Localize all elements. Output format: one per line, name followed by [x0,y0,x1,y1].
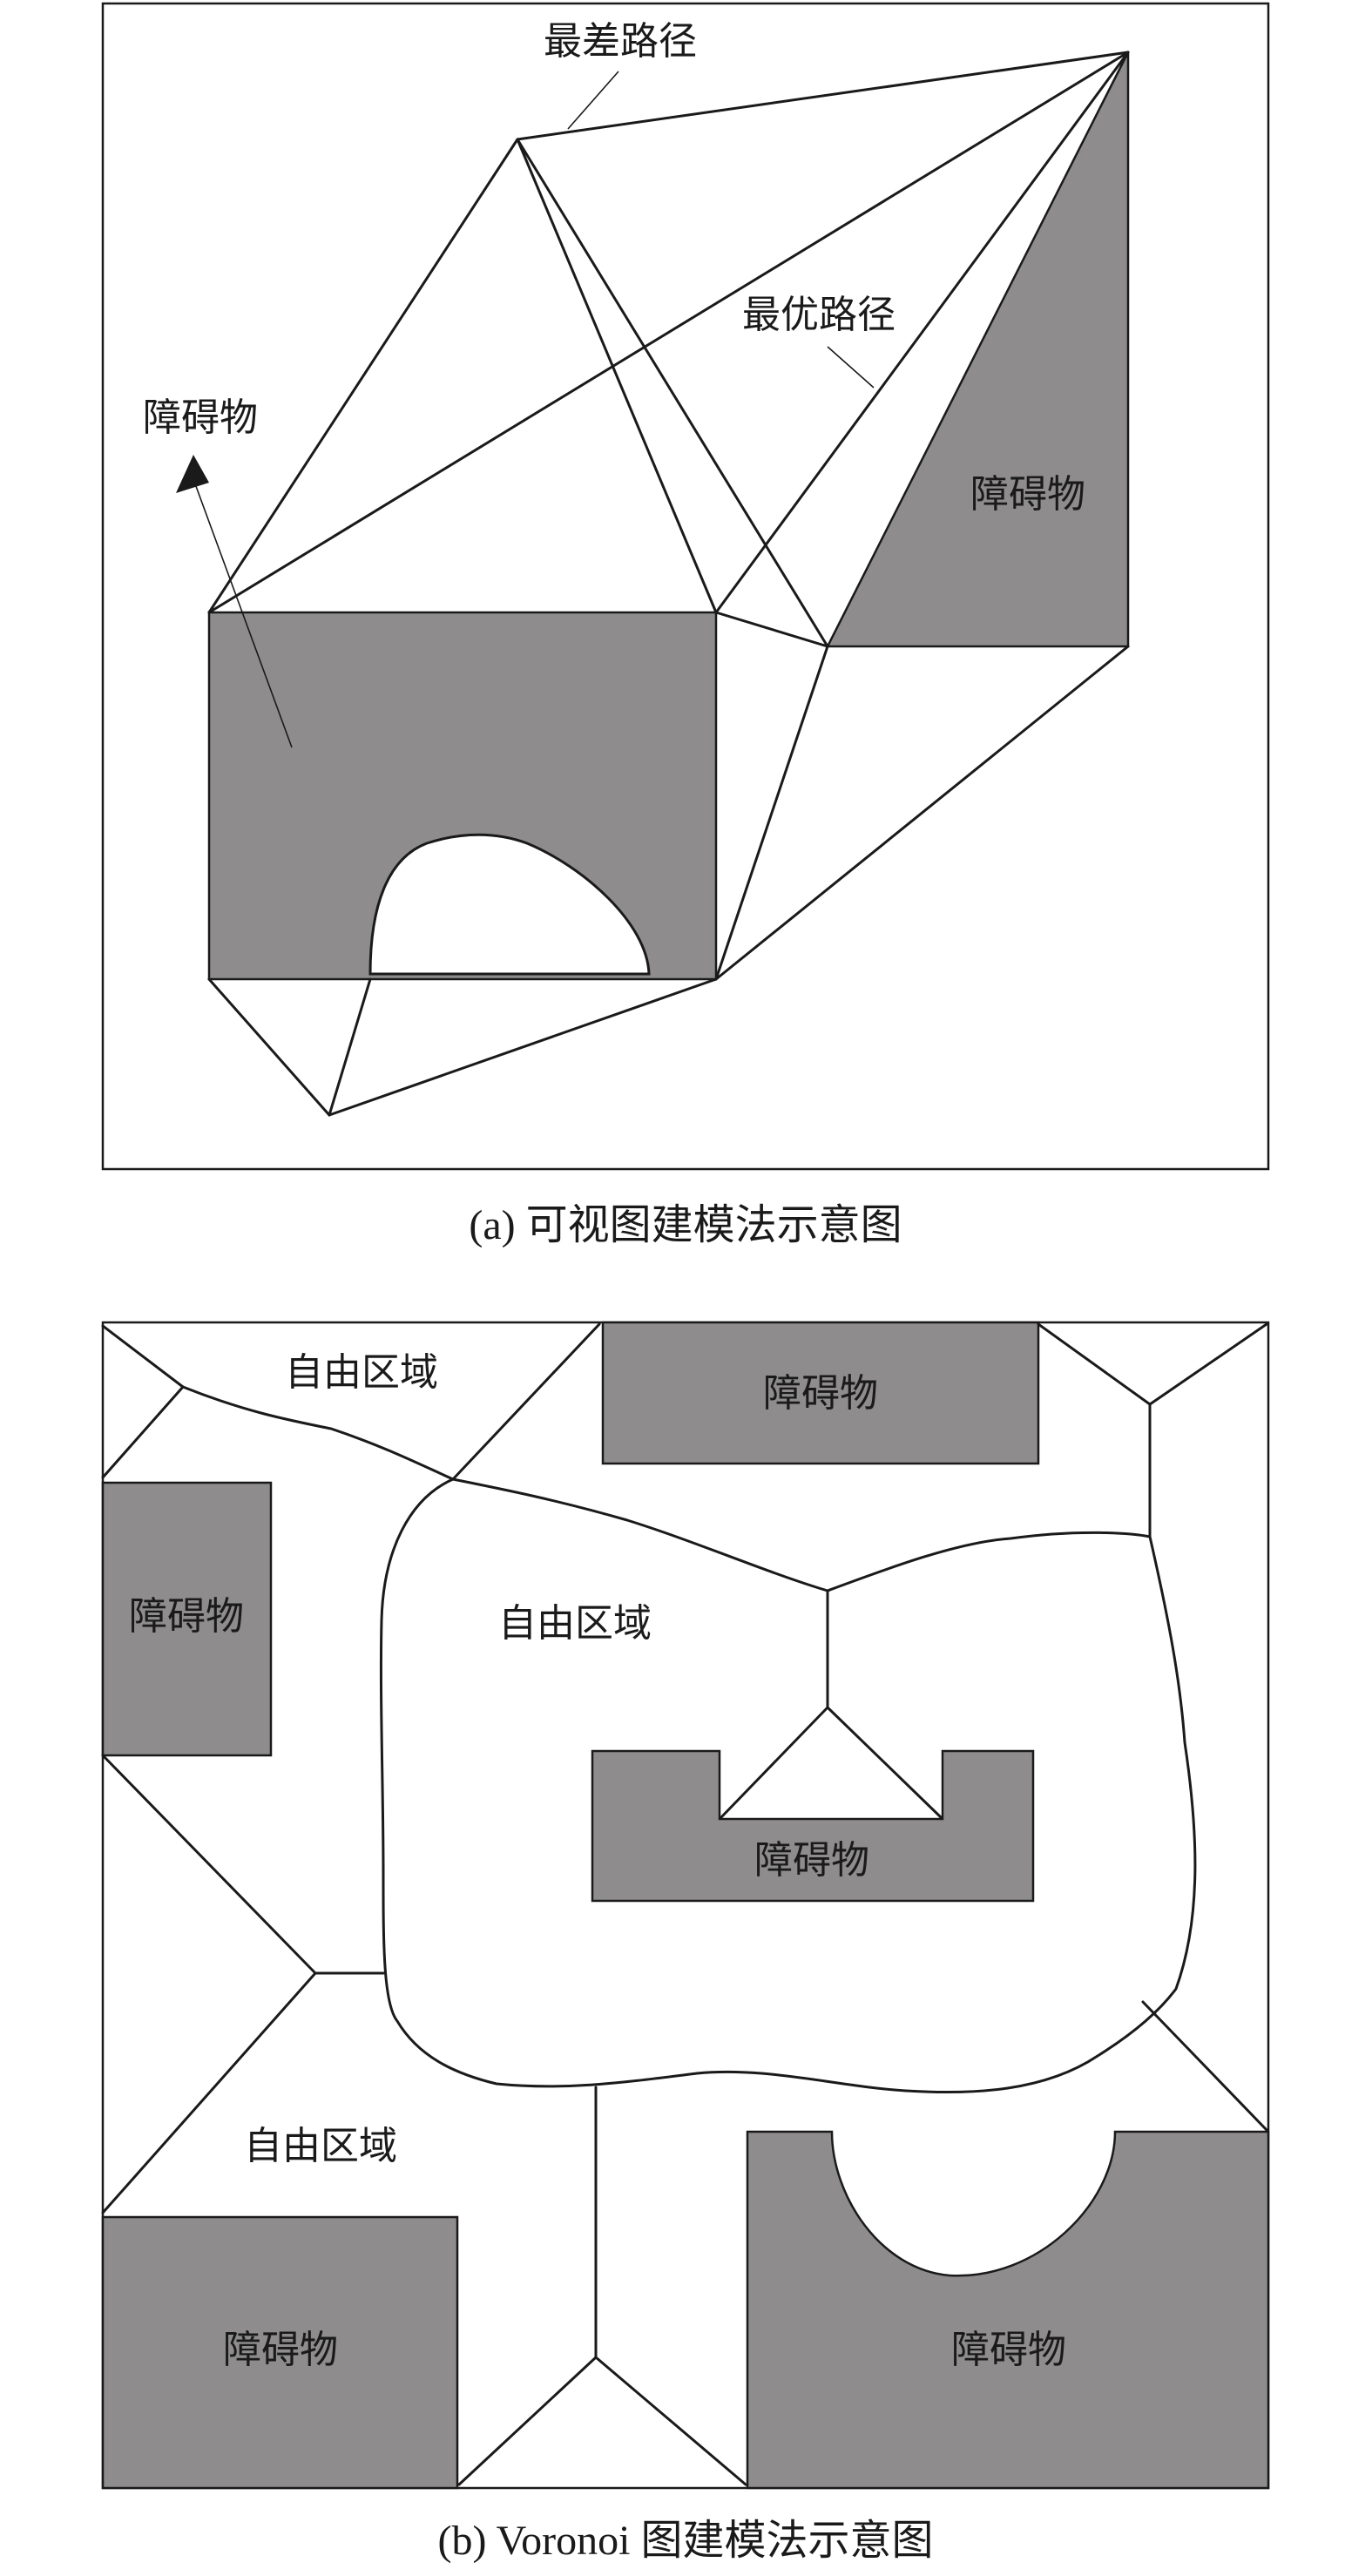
panel-a-caption: (a) 可视图建模法示意图 [469,1202,902,1248]
edge [714,645,829,981]
obstacle-top [601,1321,1040,1465]
free-region-left-label: 自由区域 [244,2124,397,2168]
free-region-center-label: 自由区域 [498,1601,652,1646]
voronoi-edge [720,1706,829,1819]
worst-path-leader [567,71,619,130]
edge [328,977,718,1117]
panel-b-voronoi-diagram: 自由区域 自由区域 自由区域 障碍物 障碍物 障碍物 障碍物 障碍物 (b) V… [101,1321,1270,2564]
obstacle-right-triangle [825,51,1130,648]
obstacle-arrow-line [193,478,293,748]
obstacle-center-label: 障碍物 [754,1838,869,1883]
obstacle-arch-hole [368,833,651,976]
obstacle-arrow-head [176,455,209,493]
voronoi-edge [1148,1322,1268,1406]
edge-worst-path [516,51,1130,141]
edge [516,138,829,648]
best-path-label: 最优路径 [742,293,896,337]
voronoi-edge [101,1385,185,1479]
visibility-edges [207,51,1130,1117]
voronoi-edge [181,1385,455,1481]
edge [714,51,1130,614]
edge [714,645,1130,981]
edge [207,977,331,1117]
edge [328,977,372,1117]
voronoi-edge [451,1322,601,1481]
voronoi-edge [101,1324,185,1389]
voronoi-edge [101,1754,317,1975]
voronoi-edge [826,1706,943,1819]
edge [516,138,718,614]
voronoi-edge [1037,1322,1152,1406]
obstacle-arrow-label: 障碍物 [143,396,258,440]
obstacle-bottom-left-label: 障碍物 [223,2328,338,2372]
obstacle-bottom-right [746,2130,1270,2490]
obstacle-top-label: 障碍物 [763,1371,878,1416]
worst-path-label: 最差路径 [544,19,697,64]
edge [714,611,829,648]
obstacle-left [101,1481,273,1757]
panel-a-visibility-graph: 最差路径 最优路径 障碍物 障碍物 (a) 可视图建模法示意图 [101,2,1270,1248]
voronoi-edge [101,1971,317,2214]
voronoi-edges [101,1322,1268,2486]
voronoi-edge [594,2356,747,2486]
edge [207,138,519,614]
obstacle-right-label: 障碍物 [970,472,1085,517]
voronoi-central-loop [379,1477,1197,2094]
voronoi-edge [1141,2000,1268,2132]
edge-best-path [207,51,1130,614]
best-path-leader [827,346,875,389]
obstacle-left-label: 障碍物 [129,1594,244,1639]
obstacle-bottom-right-label: 障碍物 [951,2328,1066,2372]
free-region-top-label: 自由区域 [285,1350,438,1395]
panel-b-caption: (b) Voronoi 图建模法示意图 [438,2518,934,2564]
voronoi-edge [457,2356,598,2486]
obstacle-bottom-left [101,2215,459,2490]
obstacle-center-u [591,1749,1035,1903]
